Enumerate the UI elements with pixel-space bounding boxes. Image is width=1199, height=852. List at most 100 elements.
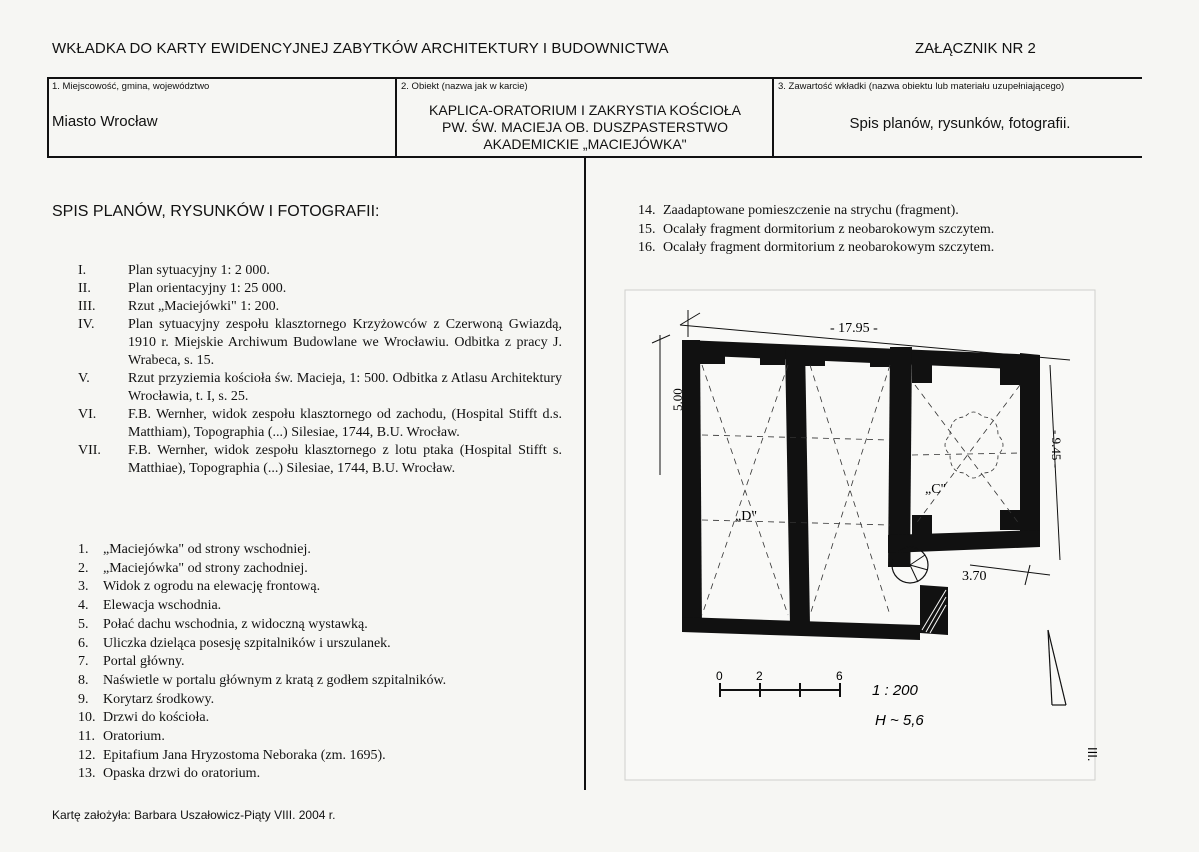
table-bottom-rule bbox=[47, 156, 1142, 158]
item-number: II. bbox=[78, 281, 91, 296]
item-number: 5. bbox=[78, 616, 89, 632]
item-text: Rzut „Maciejówki" 1: 200. bbox=[128, 299, 280, 314]
item-number: 16. bbox=[638, 240, 656, 255]
item-text: „Maciejówka" od strony zachodniej. bbox=[103, 560, 308, 576]
item-number: 6. bbox=[78, 635, 89, 651]
item-text: Oratorium. bbox=[103, 729, 165, 745]
document-title: WKŁADKA DO KARTY EWIDENCYJNEJ ZABYTKÓW A… bbox=[52, 40, 669, 57]
item-text: Plan orientacyjny 1: 25 000. bbox=[128, 281, 287, 296]
item-text: F.B. Wernher, widok zespołu klasztornego… bbox=[128, 443, 562, 476]
object-name-line: KAPLICA-ORATORIUM I ZAKRYSTIA KOŚCIOŁA bbox=[429, 102, 741, 118]
item-text: „Maciejówka" od strony wschodniej. bbox=[103, 542, 311, 557]
list-item: 8.Naświetle w portalu głównym z kratą z … bbox=[78, 672, 562, 691]
item-number: 13. bbox=[78, 766, 96, 782]
item-number: 1. bbox=[78, 542, 89, 557]
list-item: IV. Plan sytuacyjny zespołu klasztornego … bbox=[78, 316, 562, 370]
item-text: Uliczka dzieląca posesję szpitalników i … bbox=[103, 635, 391, 651]
annex-label: ZAŁĄCZNIK NR 2 bbox=[915, 40, 1036, 57]
list-item: 2. „Maciejówka" od strony zachodniej. bbox=[78, 560, 562, 579]
item-number: 8. bbox=[78, 672, 89, 688]
item-text: Opaska drzwi do oratorium. bbox=[103, 766, 261, 782]
corner-mark: III. bbox=[1085, 747, 1100, 761]
wall-right bbox=[1020, 353, 1040, 547]
table-top-rule bbox=[47, 77, 1142, 79]
item-number: VI. bbox=[78, 407, 97, 422]
item-number: 4. bbox=[78, 598, 89, 614]
item-number: V. bbox=[78, 371, 90, 386]
item-text: Ocalały fragment dormitorium z neobaroko… bbox=[663, 240, 995, 255]
item-number: 12. bbox=[78, 747, 96, 763]
object-label: 2. Obiekt (nazwa jak w karcie) bbox=[401, 81, 528, 92]
author-note: Kartę założyła: Barbara Uszałowicz-Piąty… bbox=[52, 808, 336, 822]
list-item: 7. Portal główny. bbox=[78, 653, 562, 672]
height-note: H ~ 5,6 bbox=[875, 712, 924, 729]
list-item: II. Plan orientacyjny 1: 25 000. bbox=[78, 280, 562, 298]
list-item: 5. Połać dachu wschodnia, z widoczną wyst… bbox=[78, 616, 562, 635]
scale-ratio: 1 : 200 bbox=[872, 682, 919, 699]
section-title: SPIS PLANÓW, RYSUNKÓW I FOTOGRAFII: bbox=[52, 203, 380, 220]
dim-width-label: - 17.95 - bbox=[830, 321, 878, 336]
room-c-label: „C" bbox=[925, 482, 946, 497]
item-number: 2. bbox=[78, 560, 89, 576]
list-item: 10.Drzwi do kościoła. bbox=[78, 709, 562, 728]
wall-top bbox=[685, 340, 1040, 370]
item-text: Plan sytuacyjny zespołu klasztornego Krz… bbox=[128, 317, 562, 368]
item-number: 3. bbox=[78, 579, 89, 595]
list-item: 16. Ocalały fragment dormitorium z neobar… bbox=[638, 239, 1118, 258]
wall-chapel-bottom bbox=[888, 530, 1040, 553]
item-text: Korytarz środkowy. bbox=[103, 691, 215, 707]
list-item: 12.Epitafium Jana Hryzostoma Neboraka (z… bbox=[78, 747, 562, 766]
item-text: Portal główny. bbox=[103, 654, 185, 670]
floor-plan-drawing: - 17.95 - 5.00 - 9.45 - 3.70 bbox=[624, 289, 1100, 781]
item-number: 11. bbox=[78, 729, 95, 745]
item-number: III. bbox=[78, 299, 96, 314]
list-item: 3. Widok z ogrodu na elewację frontową. bbox=[78, 578, 562, 597]
list-item: VI. F.B. Wernher, widok zespołu klasztorn… bbox=[78, 406, 562, 442]
wall-left bbox=[682, 340, 702, 630]
photos-list-continued: 14. Zaadaptowane pomieszczenie na strychu… bbox=[638, 202, 1118, 258]
list-item: 15. Ocalały fragment dormitorium z neobar… bbox=[638, 221, 1118, 240]
list-item: 1. „Maciejówka" od strony wschodniej. bbox=[78, 541, 562, 560]
scale-tick-6: 6 bbox=[836, 669, 843, 683]
list-item: I.Plan sytuacyjny 1: 2 000. bbox=[78, 262, 562, 280]
item-text: Elewacja wschodnia. bbox=[103, 598, 222, 614]
item-text: Drzwi do kościoła. bbox=[103, 710, 210, 726]
item-number: 9. bbox=[78, 691, 89, 707]
object-name-line: AKADEMICKIE „MACIEJÓWKA" bbox=[483, 136, 687, 152]
dim-right-label: - 9.45 - bbox=[1049, 430, 1064, 468]
wall-interior-2 bbox=[888, 347, 912, 567]
item-text: Rzut przyziemia kościoła św. Macieja, 1:… bbox=[128, 371, 562, 404]
north-arrow-icon bbox=[1047, 629, 1067, 706]
table-divider-1 bbox=[395, 77, 397, 158]
item-text: F.B. Wernher, widok zespołu klasztornego… bbox=[128, 407, 562, 440]
list-item: 14. Zaadaptowane pomieszczenie na strychu… bbox=[638, 202, 1118, 221]
object-name: KAPLICA-ORATORIUM I ZAKRYSTIA KOŚCIOŁA P… bbox=[398, 102, 772, 153]
item-text: Widok z ogrodu na elewację frontową. bbox=[103, 579, 321, 595]
list-item: 13. Opaska drzwi do oratorium. bbox=[78, 765, 562, 784]
item-text: Połać dachu wschodnia, z widoczną wystaw… bbox=[103, 616, 368, 632]
item-number: IV. bbox=[78, 317, 95, 332]
vault-boss bbox=[944, 411, 1004, 479]
dim-left-label: 5.00 bbox=[670, 388, 685, 411]
item-number: I. bbox=[78, 263, 87, 278]
table-left-rule bbox=[47, 77, 49, 158]
item-text: Zaadaptowane pomieszczenie na strychu (f… bbox=[663, 203, 959, 218]
table-divider-2 bbox=[772, 77, 774, 158]
location-label: 1. Miejscowość, gmina, województwo bbox=[52, 81, 210, 92]
page-column-divider bbox=[584, 158, 586, 790]
contents-label: 3. Zawartość wkładki (nazwa obiektu lub … bbox=[778, 81, 1065, 92]
list-item: V. Rzut przyziemia kościoła św. Macieja, … bbox=[78, 370, 562, 406]
list-item: 4. Elewacja wschodnia. bbox=[78, 597, 562, 616]
item-number: VII. bbox=[78, 443, 101, 458]
list-item: 11. Oratorium. bbox=[78, 728, 562, 747]
scale-tick-0: 0 bbox=[716, 669, 723, 683]
contents-value: Spis planów, rysunków, fotografii. bbox=[849, 115, 1071, 132]
item-text: Ocalały fragment dormitorium z neobaroko… bbox=[663, 221, 995, 237]
scale-tick-2: 2 bbox=[756, 669, 763, 683]
wall-bottom bbox=[682, 617, 920, 640]
item-number: 14. bbox=[638, 203, 656, 218]
item-number: 7. bbox=[78, 654, 89, 670]
item-number: 15. bbox=[638, 221, 656, 237]
wall-interior-1 bbox=[785, 345, 810, 625]
location-value: Miasto Wrocław bbox=[52, 113, 158, 130]
